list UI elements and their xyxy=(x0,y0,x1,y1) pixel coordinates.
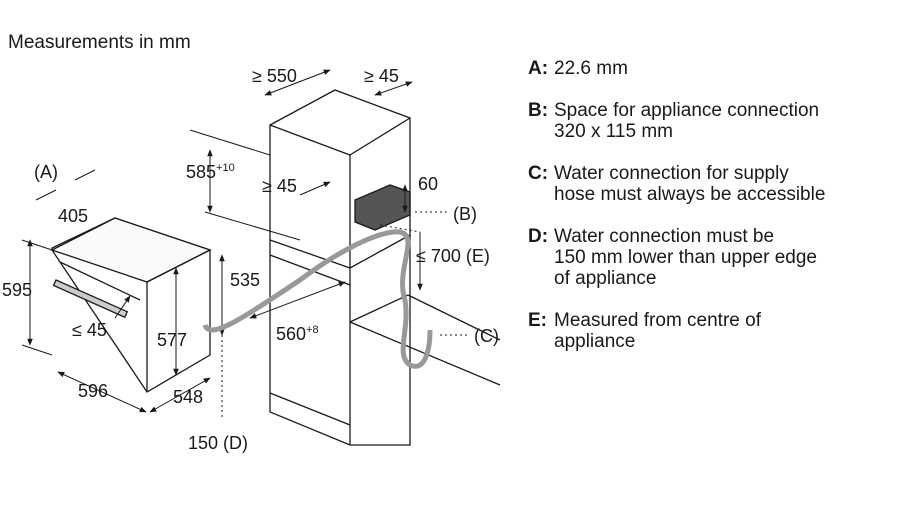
label-ge45-top: ≥ 45 xyxy=(364,66,399,86)
cabinet-dimension-lines xyxy=(189,69,470,336)
legend-item-e: E: Measured from centre of appliance xyxy=(528,310,898,352)
label-le700-e: ≤ 700 (E) xyxy=(416,246,490,266)
label-595: 595 xyxy=(2,280,32,300)
oven-drawing xyxy=(50,217,212,393)
label-577: 577 xyxy=(157,330,187,350)
cabinet-drawing xyxy=(269,89,501,446)
label-596: 596 xyxy=(78,381,108,401)
legend-key: C: xyxy=(528,163,549,184)
label-a: (A) xyxy=(34,162,58,182)
legend: A: 22.6 mm B: Space for appliance connec… xyxy=(528,58,898,373)
legend-item-d: D: Water connection must be 150 mm lower… xyxy=(528,226,898,289)
label-ge45-mid: ≥ 45 xyxy=(262,176,297,196)
label-b: (B) xyxy=(453,204,477,224)
label-560: 560+8 xyxy=(276,324,319,344)
legend-item-c: C: Water connection for supply hose must… xyxy=(528,163,898,205)
legend-key: E: xyxy=(528,310,547,331)
legend-text: Measured from centre of appliance xyxy=(554,310,761,352)
label-c: (C) xyxy=(474,326,499,346)
label-585: 585+10 xyxy=(186,162,235,182)
page-title: Measurements in mm xyxy=(8,32,191,53)
label-535: 535 xyxy=(230,270,260,290)
legend-key: B: xyxy=(528,100,549,121)
label-150-d: 150 (D) xyxy=(188,433,248,453)
legend-text: 22.6 mm xyxy=(554,58,628,79)
label-548: 548 xyxy=(173,387,203,407)
label-ge550: ≥ 550 xyxy=(252,66,297,86)
legend-text: Water connection must be 150 mm lower th… xyxy=(554,226,817,289)
installation-diagram: (A) 405 595 ≤ 45 577 535 596 548 150 (D)… xyxy=(2,66,501,453)
label-405: 405 xyxy=(58,206,88,226)
label-le45-front: ≤ 45 xyxy=(72,320,107,340)
legend-text: Space for appliance connection 320 x 115… xyxy=(554,100,820,142)
oven-dimension-lines xyxy=(21,169,225,420)
legend-item-a: A: 22.6 mm xyxy=(528,58,898,79)
legend-key: A: xyxy=(528,58,549,79)
legend-key: D: xyxy=(528,226,549,247)
legend-item-b: B: Space for appliance connection 320 x … xyxy=(528,100,898,142)
legend-text: Water connection for supply hose must al… xyxy=(554,163,826,205)
label-60: 60 xyxy=(418,174,438,194)
